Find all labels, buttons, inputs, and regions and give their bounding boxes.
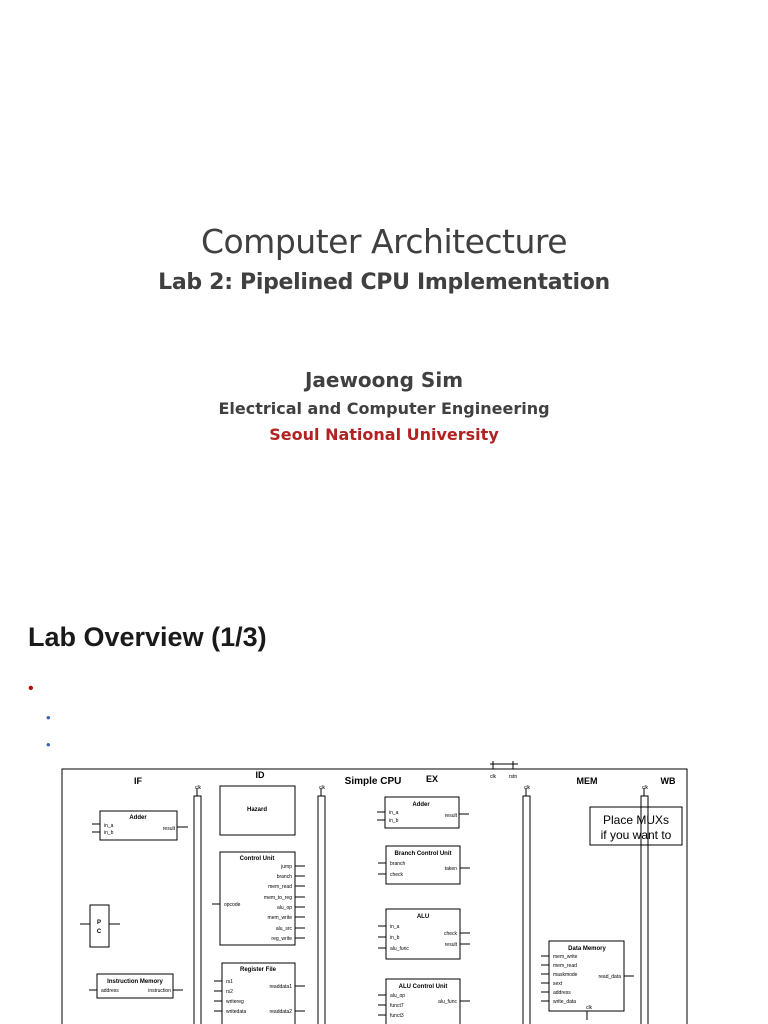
stage-ex: EX	[426, 774, 438, 784]
dmem-in-4: address	[553, 990, 571, 996]
dmem-in-3: sext	[553, 981, 563, 987]
regfile-in-2: writereg	[226, 999, 244, 1005]
control-out-0: jump	[280, 864, 292, 870]
control-out-1: branch	[277, 874, 293, 880]
ex-adder-in-b: in_b	[389, 818, 399, 824]
branch-control-branch: branch	[390, 861, 406, 867]
rstn-label: rstn	[509, 774, 518, 780]
regfile-in-1: rs2	[226, 989, 233, 995]
branch-control-check: check	[390, 872, 404, 878]
clk-label-mem: clk	[642, 785, 649, 791]
mux-note-line2: if you want to	[601, 828, 672, 842]
dmem-in-0: mem_write	[553, 954, 578, 960]
dmem-title: Data Memory	[568, 946, 606, 952]
department: Electrical and Computer Engineering	[218, 399, 550, 418]
control-unit-box	[219, 851, 296, 946]
alu-control-in-1: funct7	[390, 1003, 404, 1009]
dmem-in-2: maskmode	[553, 972, 578, 978]
regfile-in-0: rs1	[226, 979, 233, 985]
imem-title: Instruction Memory	[107, 979, 163, 985]
alu-result: result	[445, 942, 458, 948]
alu-control-func: alu_func	[438, 999, 457, 1005]
author-name: Jaewoong Sim	[304, 368, 464, 392]
alu-control-in-2: funct3	[390, 1013, 404, 1019]
control-out-6: alu_src	[276, 926, 293, 932]
alu-control-box	[385, 978, 461, 1024]
control-out-5: mem_write	[268, 915, 293, 921]
stage-id: ID	[256, 770, 266, 780]
imem-instruction: instruction	[148, 988, 171, 994]
stage-wb: WB	[661, 776, 676, 786]
pc-p: P	[97, 920, 101, 926]
ex-adder-result: result	[445, 813, 458, 819]
pipe-reg-if-id	[193, 795, 202, 1024]
dmem-in-1: mem_read	[553, 963, 577, 969]
alu-control-title: ALU Control Unit	[399, 984, 448, 990]
if-adder-in-b: in_b	[104, 830, 114, 836]
regfile-readdata2: readdata2	[269, 1009, 292, 1015]
regfile-title: Register File	[240, 967, 277, 973]
control-out-7: reg_write	[271, 936, 292, 942]
if-adder-box	[99, 810, 178, 841]
dmem-clk: clk	[586, 1005, 593, 1011]
branch-control-title: Branch Control Unit	[395, 851, 452, 857]
control-out-4: alu_op	[277, 905, 292, 911]
cpu-title: Simple CPU	[345, 776, 402, 787]
control-title: Control Unit	[240, 856, 275, 862]
pc-c: C	[97, 929, 102, 935]
stage-if: IF	[134, 776, 143, 786]
imem-address: address	[101, 988, 119, 994]
imem-box	[96, 973, 174, 999]
stage-mem: MEM	[577, 776, 598, 786]
hazard-title: Hazard	[247, 807, 267, 813]
alu-box	[385, 908, 461, 960]
pipe-reg-id-ex	[317, 795, 326, 1024]
register-file-box	[221, 962, 296, 1024]
dmem-read-data: read_data	[598, 974, 621, 980]
university: Seoul National University	[269, 425, 499, 444]
clk-label-if: clk	[195, 785, 202, 791]
branch-control-taken: taken	[445, 866, 457, 872]
regfile-readdata1: readdata1	[269, 984, 292, 990]
alu-in-a: in_a	[390, 924, 400, 930]
hazard-box	[219, 785, 296, 836]
clk-label-ex: clk	[524, 785, 531, 791]
mux-note-line1: Place MUXs	[603, 813, 669, 827]
if-adder-result: result	[163, 826, 176, 832]
dmem-in-5: write_data	[553, 999, 576, 1005]
ex-adder-title: Adder	[412, 802, 430, 808]
alu-in-b: in_b	[390, 935, 400, 941]
section-title: Lab Overview (1/3)	[28, 622, 267, 652]
if-adder-title: Adder	[129, 815, 147, 821]
bullet-blue-2: •	[46, 737, 51, 752]
branch-control-box	[385, 845, 461, 885]
control-out-3: mem_to_reg	[264, 895, 292, 901]
control-out-2: mem_read	[268, 884, 292, 890]
clk-label-id: clk	[319, 785, 326, 791]
pc-box	[89, 904, 110, 948]
clk-label: clk	[490, 774, 497, 780]
alu-control-in-0: alu_op	[390, 993, 405, 999]
slide-subtitle: Lab 2: Pipelined CPU Implementation	[158, 270, 610, 295]
pipe-reg-ex-mem	[522, 795, 531, 1024]
cpu-frame	[61, 768, 688, 1024]
ex-adder-in-a: in_a	[389, 810, 399, 816]
control-opcode: opcode	[224, 902, 241, 908]
mux-note-box	[589, 806, 683, 846]
regfile-in-3: writedata	[226, 1009, 247, 1015]
slide-title: Computer Architecture	[200, 222, 568, 261]
bullet-blue-1: •	[46, 710, 51, 725]
alu-title: ALU	[417, 914, 429, 920]
alu-func-in: alu_func	[390, 946, 409, 952]
alu-check: check	[444, 931, 458, 937]
if-adder-in-a: in_a	[104, 823, 114, 829]
bullet-red: •	[28, 680, 34, 697]
